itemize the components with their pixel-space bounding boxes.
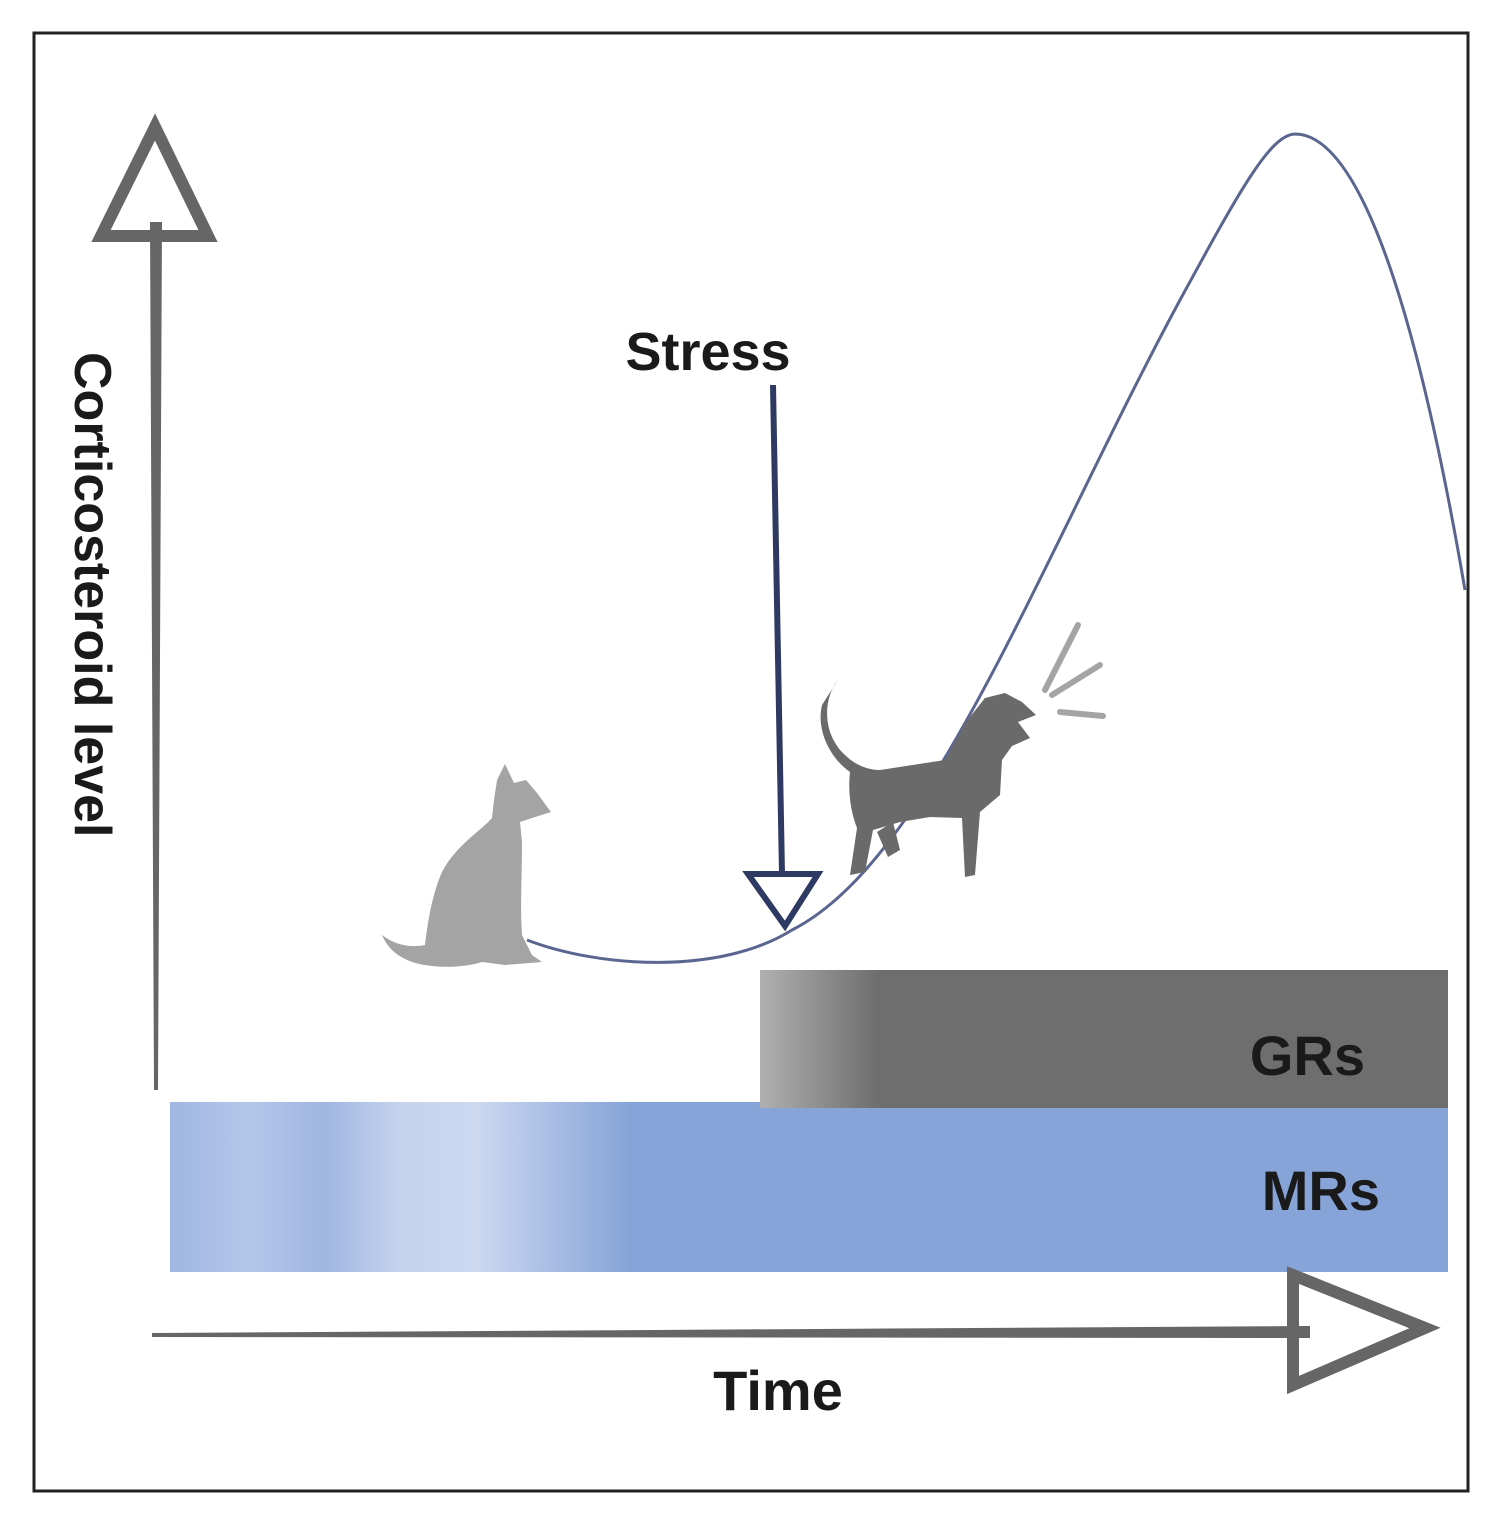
x-axis-label: Time — [713, 1359, 843, 1422]
gr-label: GRs — [1250, 1024, 1365, 1087]
frame-border — [34, 33, 1468, 1491]
stress-label: Stress — [625, 322, 790, 382]
y-axis-label: Corticosteroid level — [63, 352, 121, 837]
mr-label: MRs — [1262, 1159, 1380, 1222]
mr-bar — [170, 1102, 1448, 1272]
